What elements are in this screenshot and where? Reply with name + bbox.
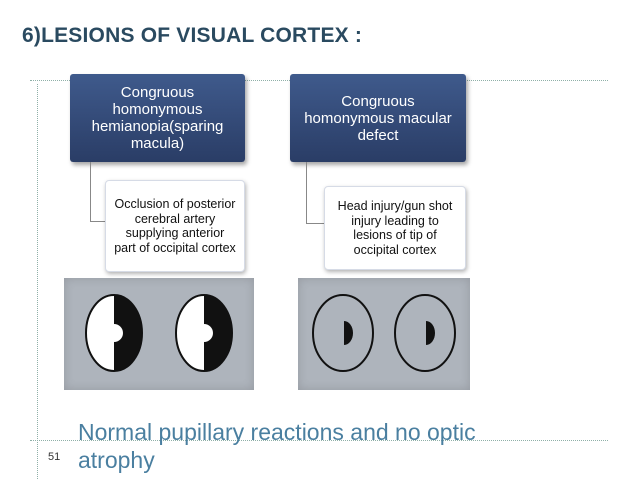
page-number: 51	[48, 451, 61, 463]
left-field-diagram	[64, 278, 254, 390]
caption-text: Normal pupillary reactions and no optic …	[78, 419, 476, 473]
left-cause-box: Occlusion of posterior cerebral artery s…	[105, 180, 245, 272]
right-eye-macular-outline	[394, 294, 456, 372]
slide-title: 6)LESIONS OF VISUAL CORTEX :	[22, 24, 363, 47]
right-cause-box: Head injury/gun shot injury leading to l…	[324, 186, 466, 270]
left-connector	[90, 162, 106, 222]
left-eye-macular-outline	[312, 294, 374, 372]
left-eye-macular-defect	[344, 321, 353, 345]
right-field-diagram	[298, 278, 470, 390]
left-header-text: Congruous homonymous hemianopia(sparing …	[91, 84, 224, 152]
right-header-box: Congruous homonymous macular defect	[290, 74, 466, 162]
right-cause-text: Head injury/gun shot injury leading to l…	[337, 199, 453, 257]
left-eye-field-defect	[114, 295, 142, 371]
left-margin-line	[37, 84, 38, 479]
bottom-divider	[30, 440, 608, 441]
right-header-text: Congruous homonymous macular defect	[304, 92, 452, 144]
left-field-svg	[85, 294, 233, 372]
right-connector	[306, 162, 326, 224]
right-eye-field-defect	[204, 295, 232, 371]
right-eye-macular-defect	[426, 321, 435, 345]
right-field-svg	[312, 294, 456, 372]
left-header-box: Congruous homonymous hemianopia(sparing …	[70, 74, 245, 162]
left-cause-text: Occlusion of posterior cerebral artery s…	[114, 197, 236, 255]
